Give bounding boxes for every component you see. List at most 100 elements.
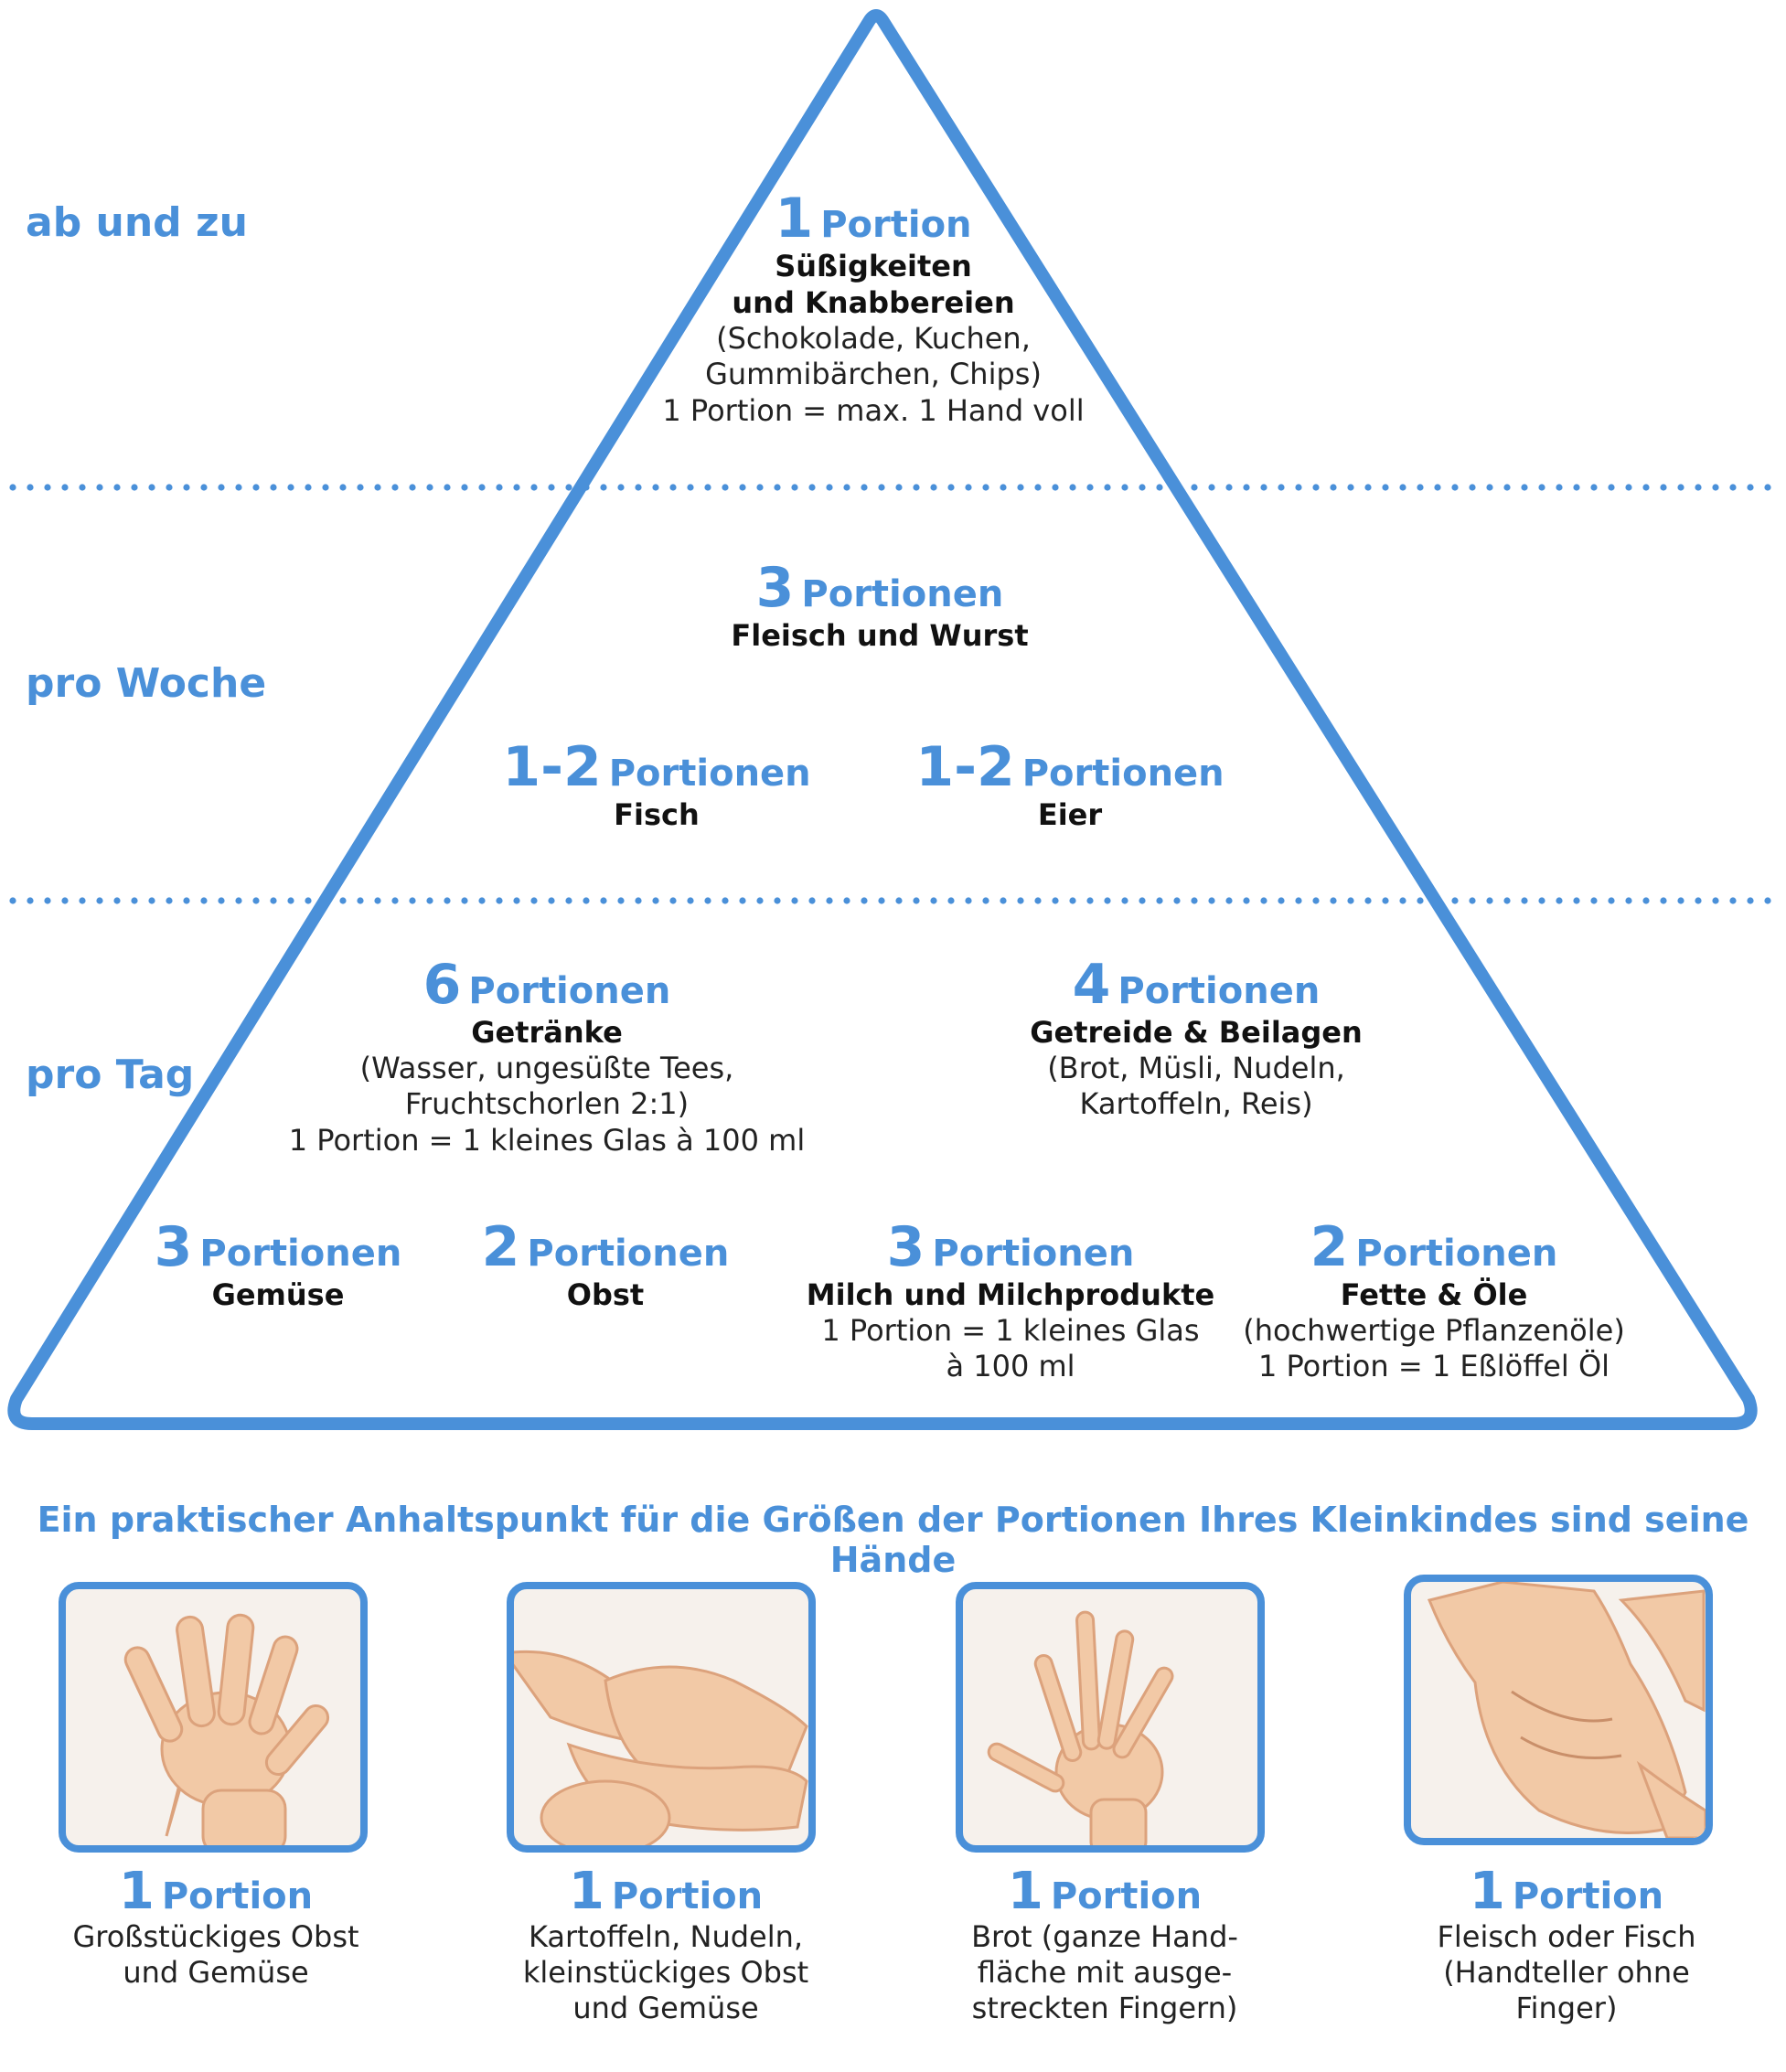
separator-dot	[635, 484, 642, 491]
hand-description: (Handteller ohne	[1443, 1954, 1690, 1990]
portion-name: Milch und Milchprodukte	[806, 1277, 1215, 1312]
portion-count: 1	[568, 1862, 604, 1921]
separator-dot	[739, 897, 746, 904]
separator-dot	[513, 484, 520, 491]
portion-name: Getränke	[471, 1015, 623, 1050]
tier-separator-bottom	[9, 897, 1771, 904]
portion-description: 1 Portion = 1 kleines Glas	[821, 1313, 1200, 1348]
separator-dot	[1295, 484, 1302, 491]
hand-description: fläche mit ausge-	[977, 1954, 1233, 1990]
separator-dot	[1069, 897, 1076, 904]
separator-dot	[947, 897, 955, 904]
separator-dot	[1399, 484, 1406, 491]
separator-dot	[1347, 484, 1354, 491]
portion-description: 1 Portion = 1 Eßlöffel Öl	[1257, 1349, 1610, 1384]
separator-dot	[704, 897, 711, 904]
separator-dot	[704, 484, 711, 491]
separator-dot	[1191, 897, 1198, 904]
portion-unit: Portion	[1512, 1875, 1664, 1917]
separator-dot	[1052, 897, 1059, 904]
separator-dot	[1278, 484, 1285, 491]
separator-dot	[1399, 897, 1406, 904]
portion-count: 3	[154, 1215, 193, 1279]
separator-dot	[374, 897, 381, 904]
separator-dot	[722, 897, 729, 904]
separator-dot	[652, 897, 659, 904]
separator-dot	[548, 897, 555, 904]
separator-dot	[496, 897, 503, 904]
separator-dot	[478, 484, 486, 491]
portion-description: (hochwertige Pflanzenöle)	[1243, 1313, 1625, 1348]
separator-dot	[930, 484, 937, 491]
separator-dot	[791, 484, 798, 491]
separator-dot	[339, 484, 347, 491]
separator-dot	[1469, 897, 1476, 904]
separator-dot	[305, 484, 312, 491]
separator-dot	[1382, 484, 1389, 491]
portion-description: 1 Portion = max. 1 Hand voll	[662, 392, 1085, 428]
separator-dot	[1312, 897, 1320, 904]
separator-dot	[1521, 484, 1528, 491]
portion-count: 1	[775, 187, 814, 251]
separator-dot	[1486, 897, 1493, 904]
separator-dot	[982, 897, 989, 904]
separator-dot	[409, 897, 416, 904]
separator-dot	[895, 897, 903, 904]
separator-dot	[861, 897, 868, 904]
separator-dot	[1747, 484, 1754, 491]
separator-dot	[218, 897, 225, 904]
separator-dot	[1608, 897, 1615, 904]
separator-dot	[1764, 897, 1771, 904]
separator-dot	[1556, 484, 1563, 491]
separator-dot	[1660, 484, 1667, 491]
separator-dot	[1642, 897, 1650, 904]
separator-dot	[1104, 897, 1111, 904]
hand-description: streckten Fingern)	[971, 1990, 1238, 2025]
separator-dot	[1243, 897, 1250, 904]
separator-dot	[1625, 897, 1632, 904]
separator-dot	[1208, 484, 1215, 491]
separator-dot	[1660, 897, 1667, 904]
separator-dot	[982, 484, 989, 491]
separator-dot	[1000, 484, 1007, 491]
hand-description: Finger)	[1515, 1990, 1618, 2025]
separator-dot	[357, 484, 364, 491]
separator-dot	[200, 484, 208, 491]
separator-dot	[183, 484, 190, 491]
portion-unit: Portionen	[1021, 753, 1225, 795]
separator-dot	[1173, 897, 1181, 904]
separator-dot	[1347, 897, 1354, 904]
hand-description: Brot (ganze Hand-	[971, 1918, 1238, 1954]
separator-dot	[1121, 484, 1128, 491]
portion-name: Fette & Öle	[1340, 1277, 1528, 1312]
separator-dot	[1695, 897, 1702, 904]
separator-dot	[1278, 897, 1285, 904]
portion-description: 1 Portion = 1 kleines Glas à 100 ml	[288, 1122, 806, 1158]
separator-dot	[444, 897, 451, 904]
portion-unit: Portionen	[1355, 1233, 1558, 1275]
separator-dot	[305, 897, 312, 904]
separator-dot	[687, 484, 694, 491]
separator-dot	[1034, 484, 1042, 491]
portion-name: und Knabbereien	[732, 285, 1015, 320]
tier-label-occasional: ab und zu	[26, 199, 248, 246]
separator-dot	[1538, 897, 1545, 904]
portion-unit: Portion	[611, 1875, 764, 1917]
separator-dot	[444, 484, 451, 491]
separator-dot	[1000, 897, 1007, 904]
hand-size-hint: Ein praktischer Anhaltspunkt für die Grö…	[37, 1500, 1749, 1580]
separator-dot	[1260, 484, 1267, 491]
separator-dot	[1191, 484, 1198, 491]
separator-dot	[1503, 484, 1511, 491]
separator-dot	[131, 897, 138, 904]
hand-description: und Gemüse	[572, 1990, 759, 2025]
separator-dot	[1330, 897, 1337, 904]
hand-description: kleinstückiges Obst	[522, 1954, 809, 1990]
separator-dot	[878, 484, 885, 491]
separator-dot	[27, 897, 34, 904]
